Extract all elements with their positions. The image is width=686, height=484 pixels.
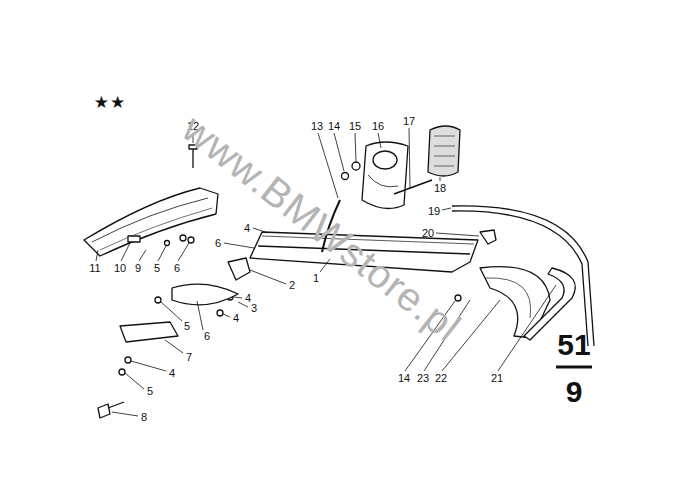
page-number: 9 — [566, 377, 583, 407]
washer — [119, 369, 125, 375]
band — [172, 284, 238, 305]
callout-number: 4 — [233, 313, 239, 324]
housing-edge — [368, 175, 398, 187]
fraction-bar — [556, 366, 592, 369]
bolt-shaft — [108, 402, 124, 408]
washer — [217, 310, 223, 316]
bracket — [228, 258, 250, 280]
nut — [352, 162, 360, 170]
callout-number: 8 — [141, 412, 147, 423]
callout-number: 16 — [372, 121, 384, 132]
washer — [165, 241, 170, 246]
callout-number: 4 — [245, 293, 251, 304]
leader-lines — [96, 128, 556, 416]
callout-number: 23 — [417, 373, 429, 384]
callout-number: 5 — [154, 263, 160, 274]
callout-number: 15 — [349, 121, 361, 132]
corner-edge — [92, 198, 208, 242]
lamp-lens — [428, 126, 460, 176]
corner-edge — [486, 278, 531, 318]
bracket — [480, 230, 496, 244]
callout-number: 11 — [89, 263, 100, 274]
lamp-socket — [373, 151, 397, 169]
callout-number: 14 — [398, 373, 410, 384]
corner-piece — [84, 188, 218, 256]
callout-number: 2 — [289, 280, 295, 291]
washer — [155, 297, 161, 303]
callout-number: 20 — [422, 228, 434, 239]
callout-number: 22 — [435, 373, 447, 384]
callout-number: 4 — [169, 368, 175, 379]
lens-ribs — [434, 136, 455, 166]
callout-number: 5 — [147, 386, 153, 397]
callout-number: 9 — [135, 263, 141, 274]
callout-number: 3 — [251, 303, 257, 314]
bolt-head — [98, 404, 110, 418]
washer — [188, 237, 194, 243]
washer — [125, 357, 131, 363]
callout-number: 4 — [244, 223, 250, 234]
callout-number: 6 — [174, 263, 180, 274]
washer — [342, 173, 349, 180]
clip — [128, 236, 140, 242]
corner-edge — [100, 208, 212, 250]
trim-strip — [452, 206, 594, 346]
callout-number: 13 — [311, 121, 323, 132]
callout-number: 19 — [428, 206, 440, 217]
parts-drawing — [84, 126, 594, 418]
callout-number: 21 — [491, 373, 503, 384]
callout-number: 17 — [403, 116, 415, 127]
trim-strip — [452, 211, 588, 346]
screw — [394, 180, 432, 194]
mount-block — [120, 322, 178, 342]
callout-number: 10 — [114, 263, 126, 274]
callout-number: 14 — [328, 121, 340, 132]
callout-number: 18 — [434, 183, 446, 194]
group-number: 51 — [557, 330, 590, 360]
nut — [455, 295, 461, 301]
star-mark: ★★ — [94, 94, 126, 111]
lamp-housing — [362, 142, 408, 209]
callout-number: 5 — [184, 321, 190, 332]
callout-number: 6 — [204, 331, 210, 342]
callout-number: 6 — [215, 238, 221, 249]
callout-number: 7 — [186, 352, 192, 363]
washer — [180, 235, 186, 241]
callout-number: 1 — [313, 273, 319, 284]
